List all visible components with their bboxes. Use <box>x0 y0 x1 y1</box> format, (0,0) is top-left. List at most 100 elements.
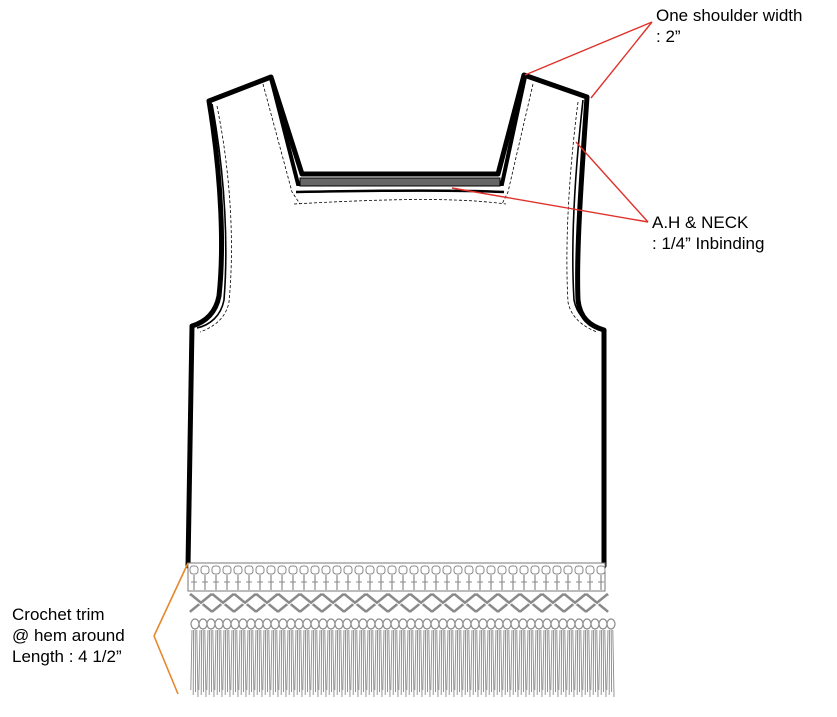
trim-braid-cross <box>211 592 235 614</box>
trim-fringe-knot <box>494 618 504 630</box>
trim-fringe-strand <box>502 629 505 691</box>
trim-fringe-strand <box>460 629 463 698</box>
trim-fringe-strand <box>190 629 193 691</box>
trim-fringe-strand <box>556 629 559 698</box>
trim-fringe-strand <box>340 629 343 698</box>
trim-braid-highlight <box>255 595 279 615</box>
trim-fringe-strand <box>500 629 503 698</box>
trim-braid-highlight <box>541 595 565 615</box>
trim-fringe-strand <box>294 629 297 691</box>
trim-fringe-strand <box>494 629 497 691</box>
trim-fringe-strand <box>412 629 415 698</box>
garment-outline <box>185 72 607 569</box>
trim-header-loop <box>486 565 496 575</box>
trim-fringe-strand <box>612 629 615 698</box>
trim-fringe-knot <box>286 618 296 630</box>
trim-fringe-strand <box>518 629 521 691</box>
neckline-binding-inner <box>295 189 505 194</box>
trim-fringe-strand <box>430 629 433 691</box>
trim-header-loop <box>189 565 199 575</box>
trim-header-loop <box>453 565 463 575</box>
trim-header-loops <box>189 565 606 590</box>
binding-leader-line-2 <box>451 187 649 223</box>
trim-fringe-knot <box>470 618 480 630</box>
trim-braid-highlight <box>519 595 543 615</box>
trim-braid-cross <box>255 592 279 614</box>
trim-braid-highlight <box>299 595 323 615</box>
trim-braid-highlight <box>387 595 411 615</box>
trim-fringe-knot <box>294 618 304 630</box>
trim-braid-highlight <box>497 595 521 615</box>
trim-fringe-strand <box>308 629 311 698</box>
trim-fringe-strand <box>532 629 535 698</box>
trim-fringe-strand <box>604 629 607 698</box>
trim-fringe-strand <box>436 629 439 698</box>
trim-fringe-strand <box>564 629 567 698</box>
trim-fringe-knot <box>318 618 328 630</box>
crochet-trim-note: Crochet trim @ hem around Length : 4 1/2… <box>12 604 125 667</box>
left-armhole-inner-edge <box>196 103 227 329</box>
binding-leader-line-1 <box>575 141 649 223</box>
trim-fringe-strand <box>510 629 513 691</box>
trim-header-loop <box>233 565 243 575</box>
trim-note-line-1: Crochet trim <box>12 605 105 624</box>
trim-fringe-strand <box>422 629 425 691</box>
trim-fringe-strand <box>516 629 519 698</box>
trim-braid <box>189 592 609 615</box>
trim-fringe-knot <box>486 618 496 630</box>
trim-braid-cross <box>299 592 323 614</box>
trim-fringe-knot <box>558 618 568 630</box>
trim-fringe-strand <box>580 629 583 698</box>
trim-fringe-strand <box>332 629 335 698</box>
trim-fringe-strand <box>196 629 199 698</box>
trim-header-loop <box>563 565 573 575</box>
trim-header-loop <box>519 565 529 575</box>
trim-fringe-strand <box>446 629 449 691</box>
trim-fringe-knot <box>214 618 224 630</box>
trim-fringe-strand <box>398 629 401 691</box>
shoulder-callout-lines <box>524 21 653 99</box>
trim-braid-highlight <box>277 595 301 615</box>
trim-fringe-knot <box>446 618 456 630</box>
trim-fringe-knot <box>350 618 360 630</box>
trim-fringe-strand <box>454 629 457 691</box>
trim-fringe-strand <box>476 629 479 698</box>
trim-fringe-strand <box>324 629 327 698</box>
neckline-binding-outer <box>269 76 527 186</box>
trim-fringe-strand <box>236 629 239 698</box>
trim-header-loop <box>321 565 331 575</box>
trim-fringe-strand <box>388 629 391 698</box>
trim-braid-highlight <box>475 595 499 615</box>
trim-header-loop <box>222 565 232 575</box>
trim-fringe-strand <box>374 629 377 691</box>
trim-braid-cross <box>409 592 433 614</box>
trim-header-loop <box>420 565 430 575</box>
trim-header-loop <box>497 565 507 575</box>
trim-fringe-strand <box>470 629 473 691</box>
trim-fringe-knot <box>462 618 472 630</box>
trim-fringe-knot <box>430 618 440 630</box>
trim-fringe-knot <box>190 618 200 630</box>
right-armhole-inner-edge <box>572 99 601 329</box>
trim-fringe-strand <box>390 629 393 691</box>
trim-fringe-strand <box>406 629 409 691</box>
trim-header-loop <box>596 565 606 575</box>
trim-braid-highlight <box>189 595 213 615</box>
shoulder-leader-line-1 <box>524 21 653 76</box>
trim-braid-highlight <box>585 595 609 615</box>
trim-braid-cross <box>497 592 521 614</box>
trim-fringe-strand <box>438 629 441 691</box>
right-armhole-topstitch <box>566 101 598 333</box>
trim-fringe-strand <box>364 629 367 698</box>
left-armhole-topstitch <box>199 105 232 333</box>
trim-braid-cross <box>321 592 345 614</box>
trim-fringe-strand <box>270 629 273 691</box>
trim-fringe-strand <box>566 629 569 691</box>
trim-braid-cross <box>475 592 499 614</box>
trim-braid-cross <box>563 592 587 614</box>
tank-top-garment <box>185 72 607 569</box>
trim-fringe-knot <box>550 618 560 630</box>
trim-fringe-knot <box>230 618 240 630</box>
trim-braid-cross <box>343 592 367 614</box>
trim-fringe-knot <box>574 618 584 630</box>
